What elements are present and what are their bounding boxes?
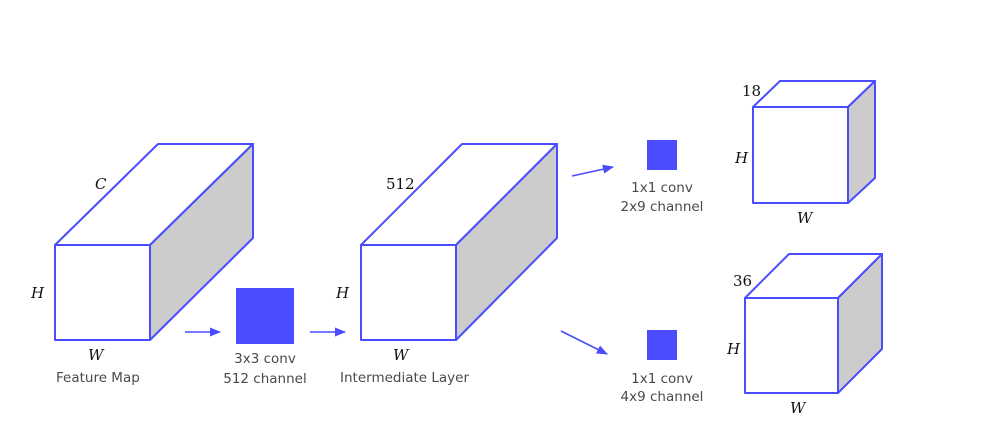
reg-conv-block — [647, 330, 677, 360]
intermediate-width-label: W — [393, 346, 410, 364]
intermediate-height-label: H — [335, 284, 350, 302]
feature-map-height-label: H — [30, 284, 45, 302]
cls-conv-label-line1: 1x1 conv — [631, 180, 693, 196]
reg-output-height-label: H — [726, 340, 741, 358]
reg-output-depth-label: 36 — [733, 272, 752, 290]
cls-output-depth-label: 18 — [742, 82, 761, 100]
cls-conv-block — [647, 140, 677, 170]
cls-output-cube — [752, 80, 876, 204]
cls-conv-label-line2: 2x9 channel — [621, 199, 704, 215]
feature-map-caption: Feature Map — [56, 370, 140, 386]
reg-conv-label-line1: 1x1 conv — [631, 371, 693, 387]
arrow-to-reg-conv — [560, 330, 609, 355]
cls-output-height-label: H — [734, 149, 749, 167]
conv3x3-label-line1: 3x3 conv — [234, 351, 296, 367]
conv3x3-block — [236, 288, 294, 344]
feature-map-front-face — [54, 244, 151, 341]
feature-map-width-label: W — [88, 346, 105, 364]
reg-conv-label-line2: 4x9 channel — [621, 389, 704, 405]
reg-output-width-label: W — [790, 399, 807, 417]
arrow-to-cls-conv — [571, 164, 615, 177]
cls-output-front-face — [752, 106, 849, 204]
cls-output-width-label: W — [797, 209, 814, 227]
reg-output-front-face — [744, 297, 839, 394]
reg-output-cube — [744, 253, 883, 394]
conv3x3-label-line2: 512 channel — [223, 371, 306, 387]
intermediate-front-face — [360, 244, 457, 341]
feature-map-cuboid — [54, 143, 254, 341]
feature-map-depth-label: C — [95, 175, 107, 193]
intermediate-cuboid — [360, 143, 558, 341]
intermediate-depth-label: 512 — [386, 175, 415, 193]
intermediate-caption: Intermediate Layer — [340, 370, 469, 386]
